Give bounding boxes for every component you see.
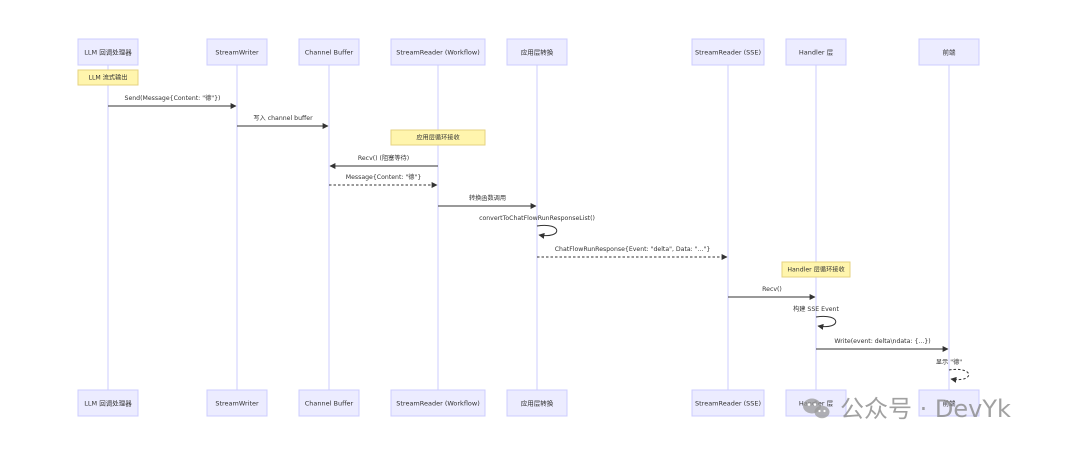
- actor-label: 应用层转换: [521, 398, 554, 407]
- actor-label: Channel Buffer: [305, 399, 354, 407]
- actor-app-bottom: 应用层转换: [506, 389, 568, 417]
- actor-label: StreamWriter: [215, 399, 259, 407]
- actor-label: StreamReader (Workflow): [396, 399, 480, 407]
- message-8: Recv(): [728, 286, 816, 300]
- actors-top: LLM 回调处理器 StreamWriter Channel Buffer Strea…: [77, 38, 980, 66]
- message-arrow: [536, 224, 558, 239]
- actor-cb-bottom: Channel Buffer: [298, 389, 360, 417]
- message-9: 构建 SSE Event: [793, 305, 839, 330]
- message-label: Message{Content: "德"}: [346, 173, 422, 181]
- message-1: Send(Message{Content: "德"}): [108, 94, 237, 109]
- note-llm: LLM 流式输出: [77, 69, 139, 86]
- actor-label: StreamReader (SSE): [695, 399, 761, 407]
- message-label: ChatFlowRunResponse{Event: "delta", Data…: [555, 246, 711, 253]
- actor-box: [206, 38, 268, 66]
- note-text: LLM 流式输出: [89, 74, 128, 82]
- actor-label: 应用层转换: [521, 47, 554, 56]
- watermark-text: 公众号 · DevYk: [840, 395, 1011, 423]
- message-2: 写入 channel buffer: [237, 115, 329, 129]
- actor-box: [77, 389, 139, 417]
- actor-srw-top: StreamReader (Workflow): [390, 38, 486, 66]
- message-label: 显示 "德": [936, 358, 962, 366]
- actor-fe-top: 前端: [918, 38, 980, 66]
- note-text: Handler 层循环接收: [787, 266, 844, 274]
- note-hdl: Handler 层循环接收: [781, 261, 851, 278]
- actor-llm-bottom: LLM 回调处理器: [77, 389, 139, 417]
- actor-box: [918, 38, 980, 66]
- messages: Send(Message{Content: "德"}) 写入 channel bu…: [108, 94, 970, 383]
- message-6: convertToChatFlowRunResponseList(): [479, 215, 595, 239]
- message-label: 构建 SSE Event: [793, 305, 839, 313]
- actor-sw-bottom: StreamWriter: [206, 389, 268, 417]
- actor-label: LLM 回调处理器: [84, 398, 132, 407]
- actor-box: [506, 389, 568, 417]
- message-label: Send(Message{Content: "德"}): [125, 94, 221, 102]
- actor-box: [691, 38, 765, 66]
- actor-srs-top: StreamReader (SSE): [691, 38, 765, 66]
- note-box: [77, 69, 139, 86]
- message-10: Write(event: delta\ndata: {...}): [816, 338, 949, 352]
- note-box: [390, 129, 486, 146]
- message-11: 显示 "德": [936, 358, 970, 383]
- actor-box: [390, 389, 486, 417]
- message-3: Recv() (阻塞等待): [329, 154, 438, 169]
- actor-box: [298, 38, 360, 66]
- actor-box: [206, 389, 268, 417]
- actor-srs-bottom: StreamReader (SSE): [691, 389, 765, 417]
- actor-label: Channel Buffer: [305, 48, 354, 56]
- actor-cb-top: Channel Buffer: [298, 38, 360, 66]
- message-arrow: [948, 368, 970, 383]
- watermark: 公众号 · DevYk: [803, 395, 1011, 423]
- actor-label: Handler 层: [799, 48, 834, 56]
- actor-llm-top: LLM 回调处理器: [77, 38, 139, 66]
- actor-label: LLM 回调处理器: [84, 47, 132, 56]
- actor-box: [77, 38, 139, 66]
- note-box: [781, 261, 851, 278]
- actor-hdl-top: Handler 层: [785, 38, 847, 66]
- message-label: Write(event: delta\ndata: {...}): [834, 338, 930, 345]
- actor-box: [691, 389, 765, 417]
- actor-label: 前端: [943, 398, 957, 407]
- message-5: 转换函数调用: [438, 194, 537, 209]
- message-label: convertToChatFlowRunResponseList(): [479, 215, 595, 222]
- actor-box: [298, 389, 360, 417]
- message-4: Message{Content: "德"}: [329, 173, 438, 188]
- actor-srw-bottom: StreamReader (Workflow): [390, 389, 486, 417]
- message-label: Recv() (阻塞等待): [358, 154, 409, 162]
- actor-box: [506, 38, 568, 66]
- message-7: ChatFlowRunResponse{Event: "delta", Data…: [537, 246, 728, 260]
- message-arrow: [815, 315, 837, 330]
- message-label: 转换函数调用: [469, 194, 506, 202]
- actor-label: 前端: [943, 47, 957, 56]
- actor-box: [785, 38, 847, 66]
- actor-app-top: 应用层转换: [506, 38, 568, 66]
- actor-fe-bottom: 前端: [918, 389, 980, 417]
- actor-label: StreamReader (SSE): [695, 48, 761, 56]
- actor-sw-top: StreamWriter: [206, 38, 268, 66]
- message-label: Recv(): [762, 286, 782, 293]
- actor-box: [390, 38, 486, 66]
- actor-label: StreamWriter: [215, 48, 259, 56]
- note-srw: 应用层循环接收: [390, 129, 486, 146]
- actor-label: StreamReader (Workflow): [396, 48, 480, 56]
- message-label: 写入 channel buffer: [253, 115, 313, 122]
- actor-box: [918, 389, 980, 417]
- lifelines: [107, 65, 950, 390]
- note-text: 应用层循环接收: [416, 134, 459, 142]
- wechat-icon: [803, 398, 830, 419]
